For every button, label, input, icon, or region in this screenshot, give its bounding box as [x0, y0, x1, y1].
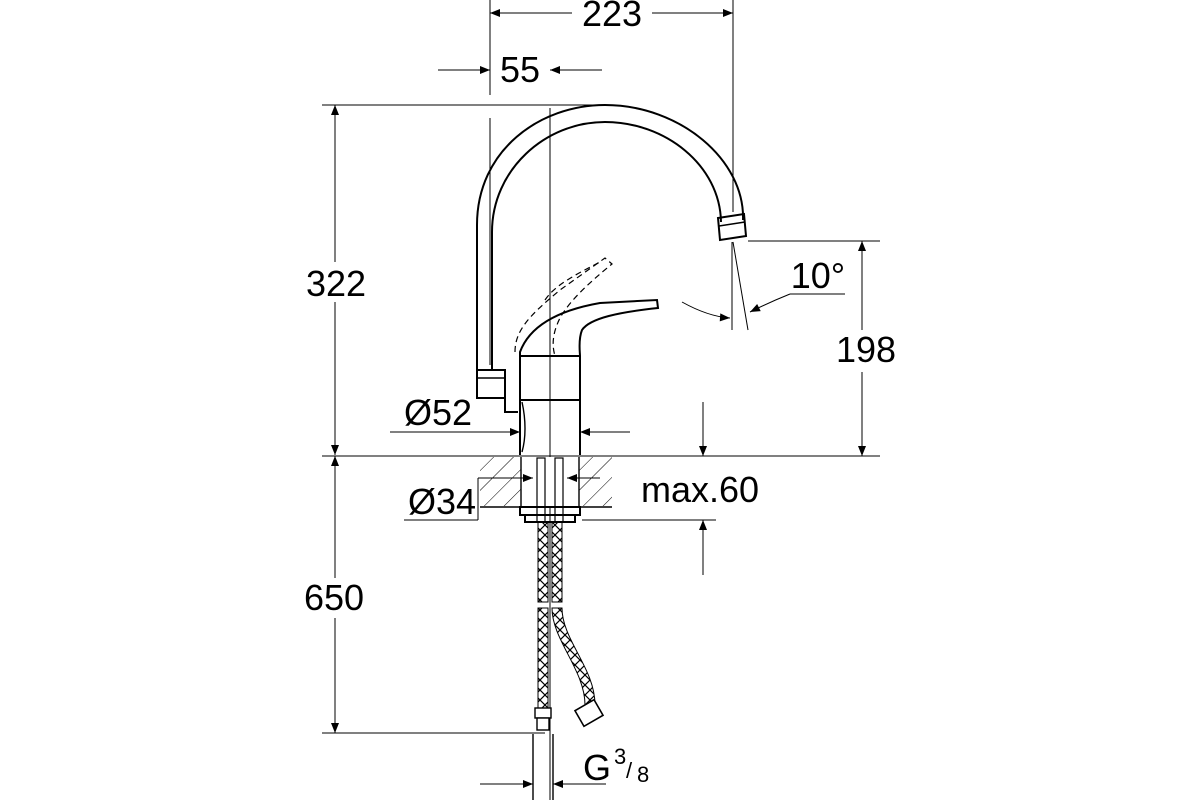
- dim-total-height: 322: [306, 104, 600, 455]
- dim-label-thread-num: 3: [614, 744, 626, 769]
- spout-aerator: [716, 212, 748, 242]
- fraction-slash: /: [626, 758, 633, 783]
- dim-label-thread-g: G: [583, 747, 611, 788]
- dim-spout-angle: 10°: [681, 241, 845, 331]
- dim-hose-length: 650: [304, 456, 545, 734]
- dim-connection-thread: G 3 / 8: [480, 744, 649, 788]
- dim-label-d52: Ø52: [404, 392, 472, 433]
- dim-spout-reach: 223: [489, 0, 734, 212]
- faucet-body: [519, 356, 581, 455]
- dim-spout-offset: 55: [438, 49, 602, 365]
- dim-body-diameter: Ø52: [390, 392, 630, 436]
- spout-inner: [491, 120, 722, 370]
- dim-label-thread-den: 8: [637, 762, 649, 787]
- dim-label-322: 322: [306, 263, 366, 304]
- dim-label-198: 198: [836, 329, 896, 370]
- supply-hoses: [532, 521, 605, 800]
- countertop-section: [480, 457, 612, 523]
- spout-outer: [476, 103, 745, 370]
- dim-outlet-height: 198: [748, 240, 896, 456]
- dim-label-55: 55: [500, 49, 540, 90]
- dim-max-deck: max.60: [582, 402, 759, 575]
- dim-label-650: 650: [304, 577, 364, 618]
- dim-label-max60: max.60: [641, 469, 759, 510]
- dim-label-223: 223: [582, 0, 642, 34]
- lever: [519, 298, 660, 357]
- lever-open-position: [514, 257, 613, 357]
- dim-label-10deg: 10°: [791, 255, 845, 296]
- faucet-outline: [476, 103, 748, 455]
- dim-label-d34: Ø34: [408, 481, 476, 522]
- dim-hole-diameter: Ø34: [404, 474, 600, 522]
